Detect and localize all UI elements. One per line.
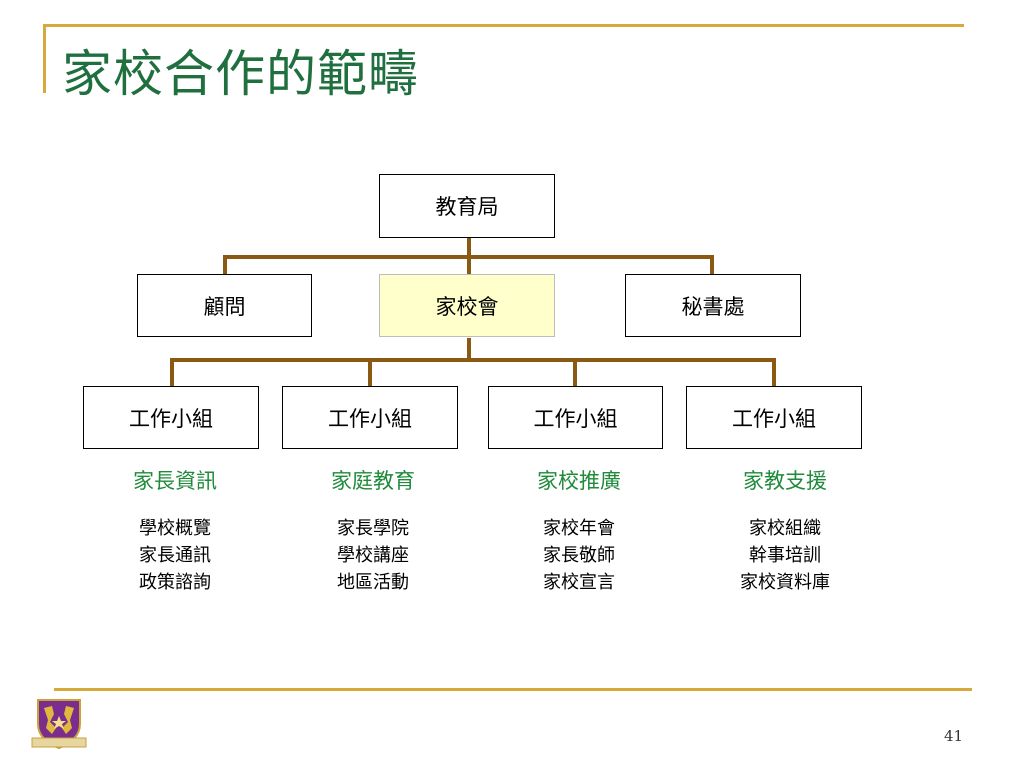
area-label-1: 家長資訊 [133,469,217,493]
list-item: 家長敬師 [543,545,615,566]
list-item: 家長學院 [337,518,409,539]
list-item: 幹事培訓 [749,545,821,566]
list-item: 家校年會 [543,518,615,539]
list-item: 政策諮詢 [139,572,211,593]
connector-to-council [467,255,471,274]
list-item: 地區活動 [337,572,409,593]
area-label-2: 家庭教育 [331,469,415,493]
connector-council-down [467,338,471,360]
node-education-bureau: 教育局 [379,174,555,238]
university-crest-icon [30,694,88,752]
area-items-2: 家長學院 學校講座 地區活動 [273,515,473,596]
list-item: 家校宣言 [543,572,615,593]
list-item: 家校資料庫 [740,572,830,593]
area-items-4: 家校組織 幹事培訓 家校資料庫 [685,515,885,596]
node-working-group-3: 工作小組 [488,386,663,449]
connector-to-group-2 [368,358,372,386]
connector-to-group-4 [772,358,776,386]
page-number: 41 [944,727,964,745]
list-item: 家校組織 [749,518,821,539]
top-accent-line [43,24,964,27]
connector-groups-bar [170,358,776,362]
area-items-1: 學校概覽 家長通訊 政策諮詢 [75,515,275,596]
node-home-school-council: 家校會 [379,274,555,337]
connector-to-group-3 [573,358,577,386]
node-working-group-2: 工作小組 [282,386,458,449]
slide-title: 家校合作的範疇 [62,45,419,103]
area-label-3: 家校推廣 [537,469,621,493]
connector-to-secretariat [710,255,714,274]
title-accent-bar [43,27,46,93]
area-items-3: 家校年會 家長敬師 家校宣言 [479,515,679,596]
node-working-group-4: 工作小組 [686,386,862,449]
node-working-group-1: 工作小組 [83,386,259,449]
list-item: 學校概覽 [139,518,211,539]
connector-to-advisor [223,255,227,274]
node-advisor: 顧問 [137,274,312,337]
list-item: 家長通訊 [139,545,211,566]
bottom-accent-line [54,688,972,691]
node-secretariat: 秘書處 [625,274,801,337]
list-item: 學校講座 [337,545,409,566]
connector-to-group-1 [170,358,174,386]
area-label-4: 家教支援 [743,469,827,493]
connector-root-down [467,238,471,257]
